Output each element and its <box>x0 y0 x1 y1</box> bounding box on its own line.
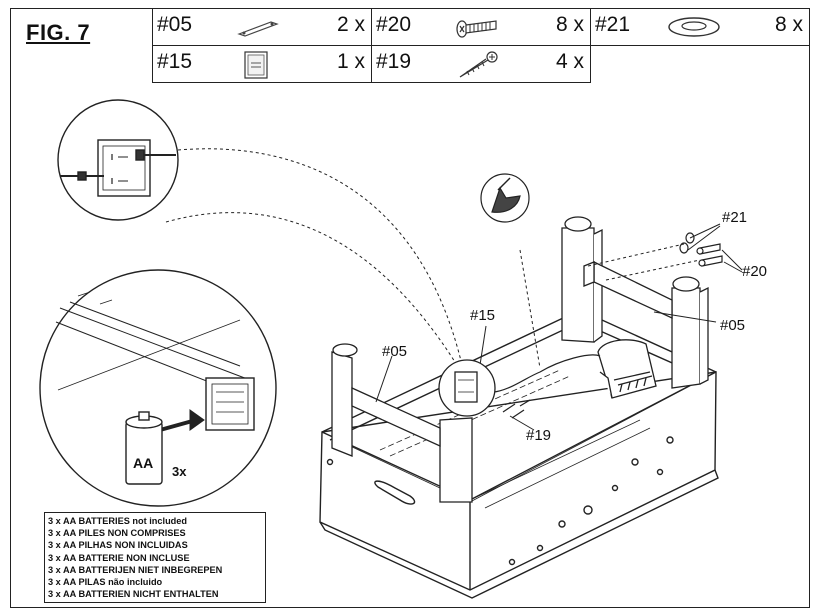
switch-box-detail <box>57 99 179 221</box>
part-id: #19 <box>376 50 412 73</box>
note-line: 3 x AA BATTERIJEN NIET INBEGREPEN <box>48 564 223 575</box>
note-line: 3 x AA BATTERIEN NICHT ENTHALTEN <box>48 589 219 600</box>
callout-label: #21 <box>722 209 747 226</box>
parts-table: #05 2 x #20 8 x #21 8 x <box>152 8 810 83</box>
callout-line <box>177 148 463 366</box>
note-line: 3 x AA PILES NON COMPRISES <box>48 528 186 539</box>
part-cell: #21 8 x <box>590 8 810 46</box>
washer-icon <box>668 17 720 37</box>
crossbar <box>351 386 441 448</box>
part-qty: 4 x <box>555 50 584 73</box>
battery-label: AA <box>133 455 153 471</box>
bracket-bar-icon <box>237 21 279 37</box>
note-line: 3 x AA BATTERIE NON INCLUSE <box>48 552 190 563</box>
battery-box-detail <box>438 359 496 417</box>
part-id: #05 <box>157 13 193 36</box>
bolt <box>679 232 723 267</box>
part-id: #21 <box>595 13 631 36</box>
table-leg <box>439 417 473 503</box>
part-qty: 1 x <box>336 50 365 73</box>
motor-unit <box>597 339 657 399</box>
screw-icon <box>459 51 498 78</box>
battery-notes: 3 x AA BATTERIES not included 3 x AA PIL… <box>44 512 266 604</box>
table-leg <box>671 276 709 389</box>
callout-label: #19 <box>526 427 551 444</box>
table-leg <box>561 216 603 343</box>
callout-line <box>165 212 461 371</box>
part-id: #20 <box>376 13 412 36</box>
table-leg <box>331 343 358 457</box>
screw <box>502 399 531 419</box>
tool-icon <box>480 173 530 223</box>
note-line: 3 x AA PILHAS NON INCLUIDAS <box>48 540 188 551</box>
figure-title: FIG. 7 <box>26 20 91 45</box>
callout-label: #20 <box>742 263 767 280</box>
table-frame <box>319 309 719 599</box>
part-cell: #19 4 x <box>371 45 591 83</box>
part-qty: 8 x <box>555 13 584 36</box>
battery-count: 3x <box>172 464 187 479</box>
note-line: 3 x AA BATTERIES not included <box>48 516 188 526</box>
bolt-icon <box>456 20 497 38</box>
part-qty: 8 x <box>774 13 803 36</box>
battery-box-icon <box>244 51 268 79</box>
callout-label: #05 <box>382 343 407 360</box>
callout-label: #15 <box>470 307 495 324</box>
battery-detail <box>39 269 277 507</box>
part-id: #15 <box>157 50 193 73</box>
part-qty: 2 x <box>336 13 365 36</box>
note-line: 3 x AA PILAS não incluido <box>48 577 163 588</box>
callout-label: #05 <box>720 317 745 334</box>
crossbar <box>583 260 673 320</box>
part-cell: #15 1 x <box>152 45 372 83</box>
